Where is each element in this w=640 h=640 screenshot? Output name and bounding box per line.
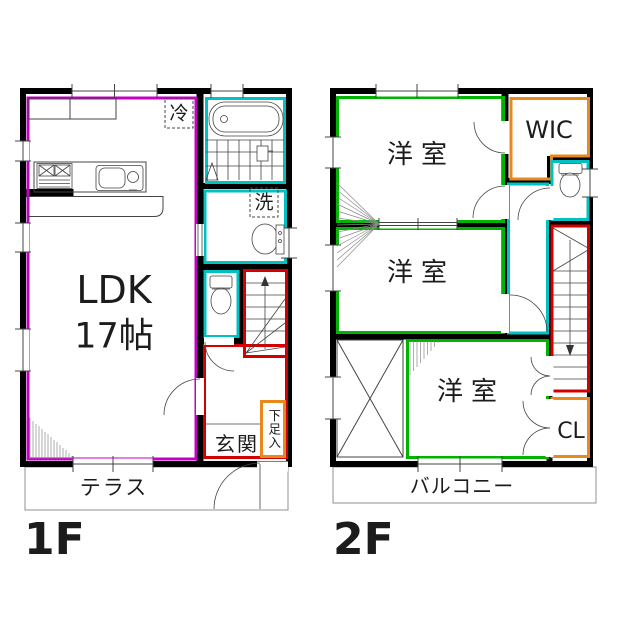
door-arc [530, 356, 554, 396]
bedroom2-label: 洋室 [386, 258, 456, 288]
floor1-plan [15, 84, 297, 511]
wic-area [509, 97, 590, 181]
floor2-plan [325, 84, 598, 504]
floor1-label: 1F [24, 514, 85, 565]
ldk-label: LDK [76, 268, 152, 312]
interior-walls-1f [25, 94, 289, 461]
window [15, 140, 31, 162]
stove-icon [36, 163, 73, 189]
stairs-treads [552, 227, 589, 380]
stairs-area-1f [243, 269, 288, 358]
door-arc [204, 337, 235, 372]
door-arc [472, 185, 509, 219]
terrace-area [24, 466, 289, 511]
door-opening [196, 224, 204, 256]
washer-box [249, 187, 279, 218]
balcony-label: バルコニー [409, 474, 515, 498]
window [210, 84, 244, 98]
shower-icon [256, 145, 273, 162]
door-arc [517, 186, 554, 221]
terrace-label: テラス [79, 475, 149, 500]
kitchen-wall-stub [25, 189, 74, 197]
window [72, 456, 154, 472]
kitchen-bar [28, 196, 164, 217]
window [15, 328, 31, 372]
kitchen-cabinet [28, 97, 117, 120]
toilet-icon [209, 275, 233, 315]
washroom-area [203, 189, 287, 264]
front-door [213, 461, 288, 510]
sliding-door [378, 218, 458, 230]
bath-door-marker [205, 161, 219, 181]
closet-label: CL [557, 419, 585, 444]
hallway-area [507, 182, 549, 335]
stairs-area-2f [550, 224, 590, 393]
balcony-area [332, 466, 597, 504]
door-arc [473, 121, 509, 154]
toilet-icon [558, 163, 583, 198]
door-arc [163, 378, 204, 416]
entrance-label: 玄関 [215, 432, 259, 456]
wic-label: WIC [525, 116, 573, 144]
sink-icon [95, 165, 144, 191]
shoe-cabinet-area [260, 400, 286, 458]
window [582, 168, 598, 198]
entrance-area [203, 344, 288, 459]
window [325, 136, 341, 169]
stairs-arrow [566, 240, 574, 356]
toilet-area-1f [203, 270, 240, 338]
bedroom3-label: 洋室 [436, 377, 506, 407]
outer-wall-1f [20, 88, 292, 467]
ldk-size-label: 17帖 [74, 316, 154, 357]
closet-door-arc [522, 399, 554, 457]
bathroom-area [205, 97, 286, 184]
window [417, 456, 503, 472]
washer-label: 洗 [254, 191, 274, 214]
window [281, 227, 297, 259]
stairs-arrow [261, 276, 269, 349]
window [15, 222, 31, 253]
kitchen-counter [33, 161, 147, 193]
ceiling-hatch [336, 182, 380, 268]
door-arc [501, 294, 548, 333]
refrigerator-box [164, 98, 194, 129]
window [71, 84, 158, 98]
window [375, 84, 459, 98]
bedroom1-label: 洋室 [386, 140, 456, 170]
ceiling-hatch [409, 341, 439, 375]
window [325, 376, 341, 420]
shoe-cabinet-label: 下足入 [266, 408, 282, 450]
refrigerator-label: 冷 [169, 102, 189, 125]
bathtub-icon [208, 101, 284, 137]
ceiling-hatch [29, 418, 73, 459]
washbasin-icon [251, 223, 285, 255]
floor2-label: 2F [333, 514, 394, 565]
